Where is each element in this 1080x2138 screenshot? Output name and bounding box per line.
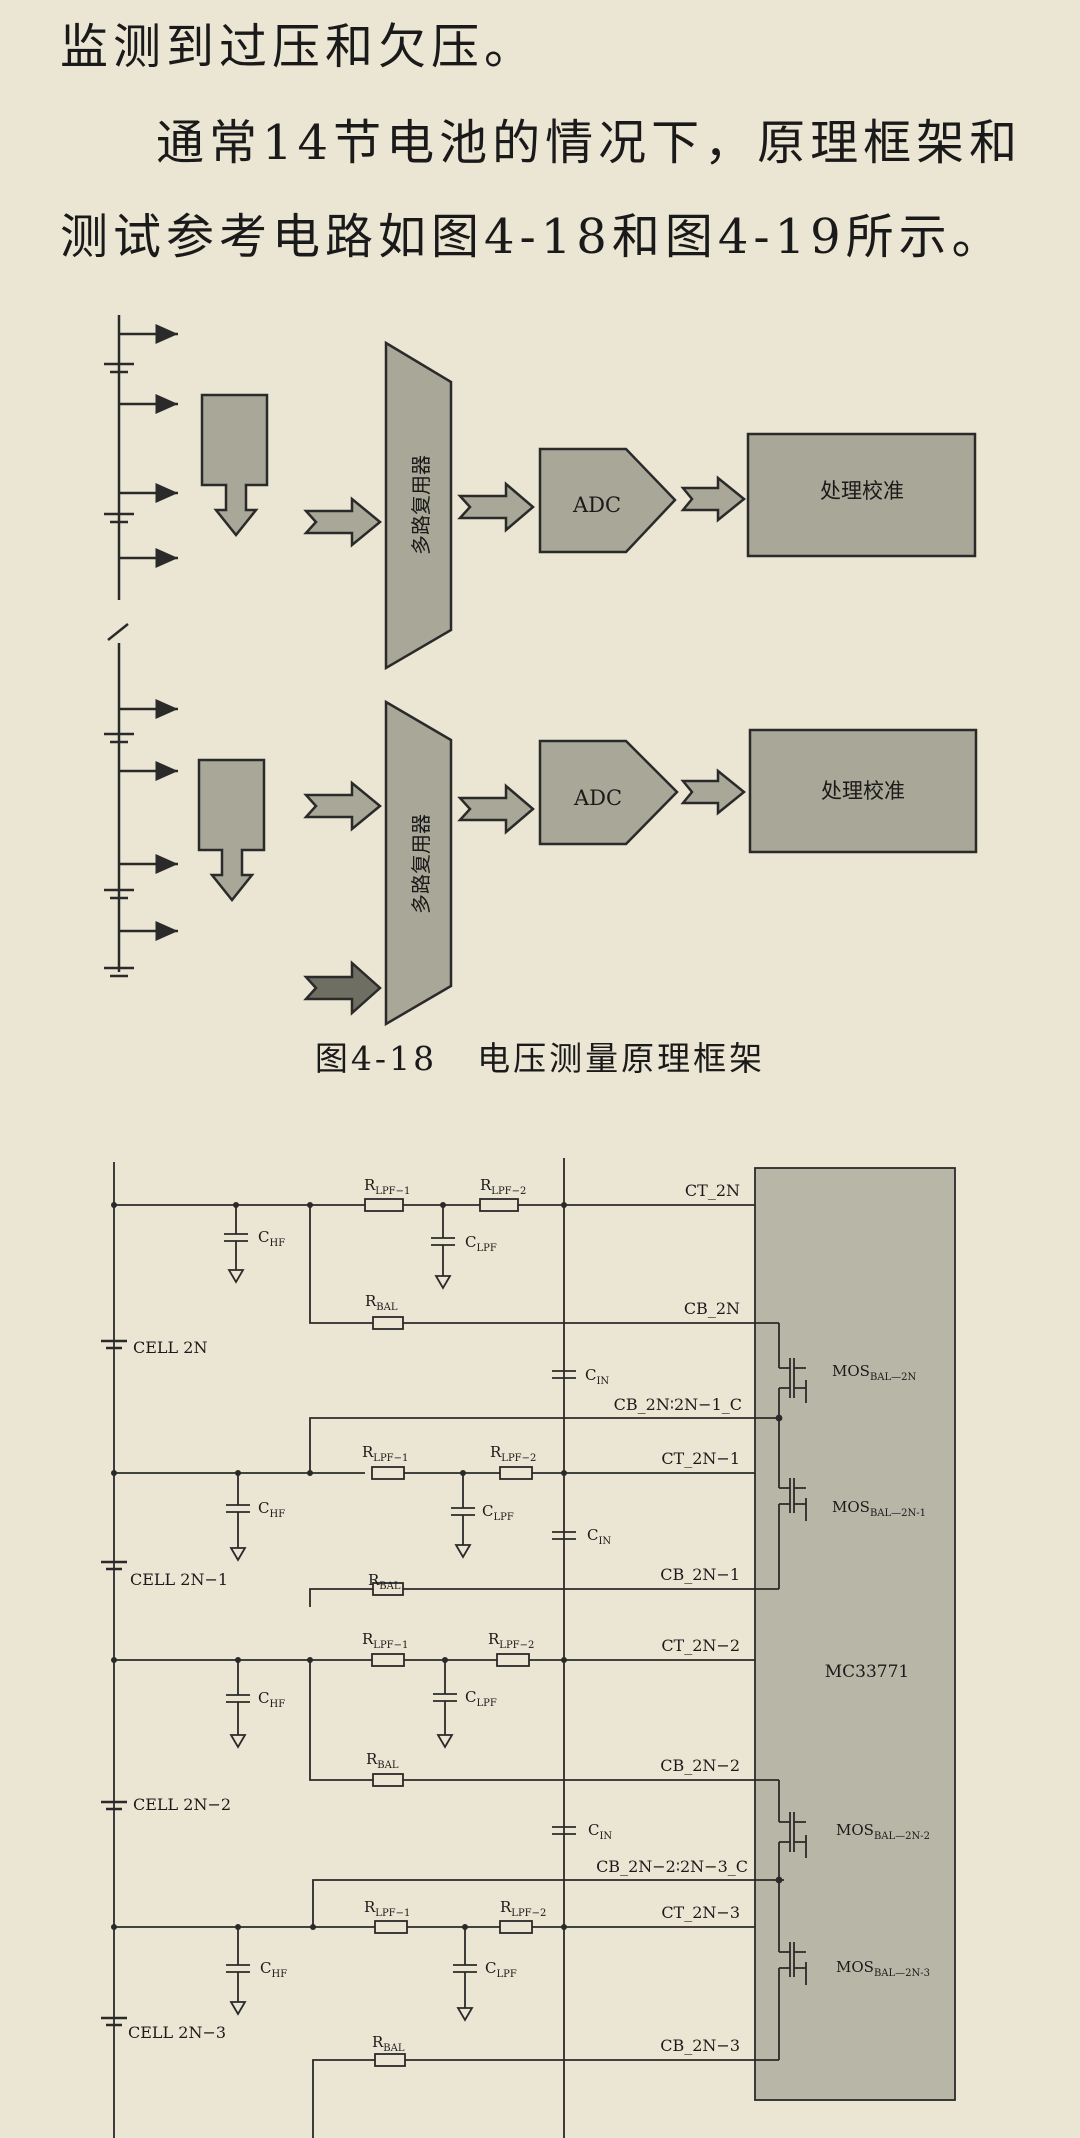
- adc-to-proc-arrow-lower: [680, 768, 746, 816]
- mux-lower: [384, 699, 453, 1027]
- label-rlpf2-d: RLPF−2: [500, 1898, 546, 1919]
- adc-upper-label: ADC: [572, 493, 621, 517]
- label-cin-a: CIN: [585, 1366, 609, 1387]
- measurement-block-lower: [197, 758, 266, 903]
- pin-cb-2n3: CB_2N−3: [660, 2036, 740, 2055]
- ct-lines: [114, 1198, 755, 1934]
- mux-lower-label: 多路复用器: [409, 814, 433, 914]
- label-rbal-b: RBAL: [368, 1571, 401, 1592]
- label-chf-d: CHF: [260, 1959, 287, 1980]
- mc33771-chip: [754, 1167, 956, 2101]
- mux-upper-label: 多路复用器: [409, 455, 433, 555]
- adc-upper: [538, 447, 677, 554]
- label-clpf-d: CLPF: [485, 1959, 517, 1980]
- label-mos-2n: MOSBAL—2N: [832, 1362, 917, 1383]
- figure-4-18-caption: 图4-18 电压测量原理框架: [0, 1032, 1080, 1080]
- pin-cb-2n2-2n3-c: CB_2N−2∶2N−3_C: [596, 1857, 748, 1876]
- label-rlpf1-d: RLPF−1: [364, 1898, 410, 1919]
- label-rlpf1-a: RLPF−1: [364, 1176, 410, 1197]
- label-rlpf1-c: RLPF−1: [362, 1630, 408, 1651]
- adc-lower-label: ADC: [573, 786, 622, 810]
- chip-label: MC33771: [825, 1662, 910, 1682]
- mux-to-adc-arrow-lower: [457, 783, 535, 835]
- proc-block-upper: [746, 432, 977, 558]
- pin-cb-2n: CB_2N: [684, 1299, 740, 1318]
- mosfets: [775, 1323, 807, 2060]
- input-arrow-upper: [303, 496, 382, 548]
- label-chf-a: CHF: [258, 1228, 285, 1249]
- label-mos-2n-2: MOSBAL—2N-2: [836, 1821, 930, 1842]
- label-clpf-a: CLPF: [465, 1233, 497, 1254]
- paragraph-line-1: 监测到过压和欠压。: [60, 19, 538, 75]
- label-rlpf1-b: RLPF−1: [362, 1443, 408, 1464]
- cb-lines: [309, 1205, 784, 2138]
- caption-title: 电压测量原理框架: [477, 1039, 766, 1078]
- label-cin-b: CIN: [587, 1526, 611, 1547]
- mux-to-adc-arrow-upper: [457, 481, 535, 533]
- paragraph-2: 通常14节电池的情况下，原理框架和测试参考电路如图4-18和图4-19所示。: [60, 115, 1023, 265]
- adc-lower: [538, 739, 679, 846]
- junction-dots: [111, 1202, 567, 1930]
- measurement-block-upper: [200, 393, 269, 538]
- pin-ct-2n2: CT_2N−2: [661, 1636, 740, 1655]
- label-rbal-d: RBAL: [372, 2033, 405, 2054]
- label-mos-2n-3: MOSBAL—2N-3: [836, 1958, 930, 1979]
- pin-cb-2n2: CB_2N−2: [660, 1756, 740, 1775]
- input-arrow-lower: [303, 780, 382, 832]
- cell-label-2n-3: CELL 2N−3: [128, 2023, 226, 2042]
- label-cin-c: CIN: [588, 1821, 612, 1842]
- label-clpf-c: CLPF: [465, 1688, 497, 1709]
- label-rbal-c: RBAL: [366, 1750, 399, 1771]
- caption-number: 图4-18: [314, 1039, 438, 1078]
- battery-stack-lower: [104, 643, 178, 978]
- figure-4-18-block-diagram: 多路复用器 多路复用器 ADC ADC 处理校准 处理校准: [104, 315, 978, 1027]
- cell-label-2n-2: CELL 2N−2: [133, 1795, 231, 1814]
- label-chf-b: CHF: [258, 1499, 285, 1520]
- label-mos-2n-1: MOSBAL—2N-1: [832, 1498, 926, 1519]
- adc-to-proc-arrow-upper: [680, 475, 746, 523]
- proc-upper-label: 处理校准: [820, 479, 904, 503]
- label-rlpf2-a: RLPF−2: [480, 1176, 526, 1197]
- pin-cb-2n1: CB_2N−1: [660, 1565, 740, 1584]
- label-rlpf2-b: RLPF−2: [490, 1443, 536, 1464]
- cell-label-2n-1: CELL 2N−1: [130, 1570, 228, 1589]
- pin-ct-2n1: CT_2N−1: [661, 1449, 740, 1468]
- label-clpf-b: CLPF: [482, 1502, 514, 1523]
- pin-ct-2n3: CT_2N−3: [661, 1903, 740, 1922]
- cell-stack: [101, 1158, 565, 2138]
- proc-block-lower: [748, 728, 978, 854]
- figure-4-19-circuit: MC33771 CELL 2N CELL 2N−1 CELL 2N−2 CELL…: [101, 1158, 956, 2138]
- label-rlpf2-c: RLPF−2: [488, 1630, 534, 1651]
- label-rbal-a: RBAL: [365, 1292, 398, 1313]
- pin-cb-2n-2n1-c: CB_2N∶2N−1_C: [614, 1395, 742, 1414]
- proc-lower-label: 处理校准: [821, 779, 905, 803]
- label-chf-c: CHF: [258, 1689, 285, 1710]
- mux-upper: [384, 340, 453, 671]
- capacitors: [224, 1205, 576, 2022]
- pin-ct-2n: CT_2N: [685, 1181, 740, 1200]
- cell-label-2n: CELL 2N: [133, 1338, 207, 1357]
- input-arrow-bottom: [303, 960, 382, 1016]
- battery-stack-upper: [104, 315, 178, 641]
